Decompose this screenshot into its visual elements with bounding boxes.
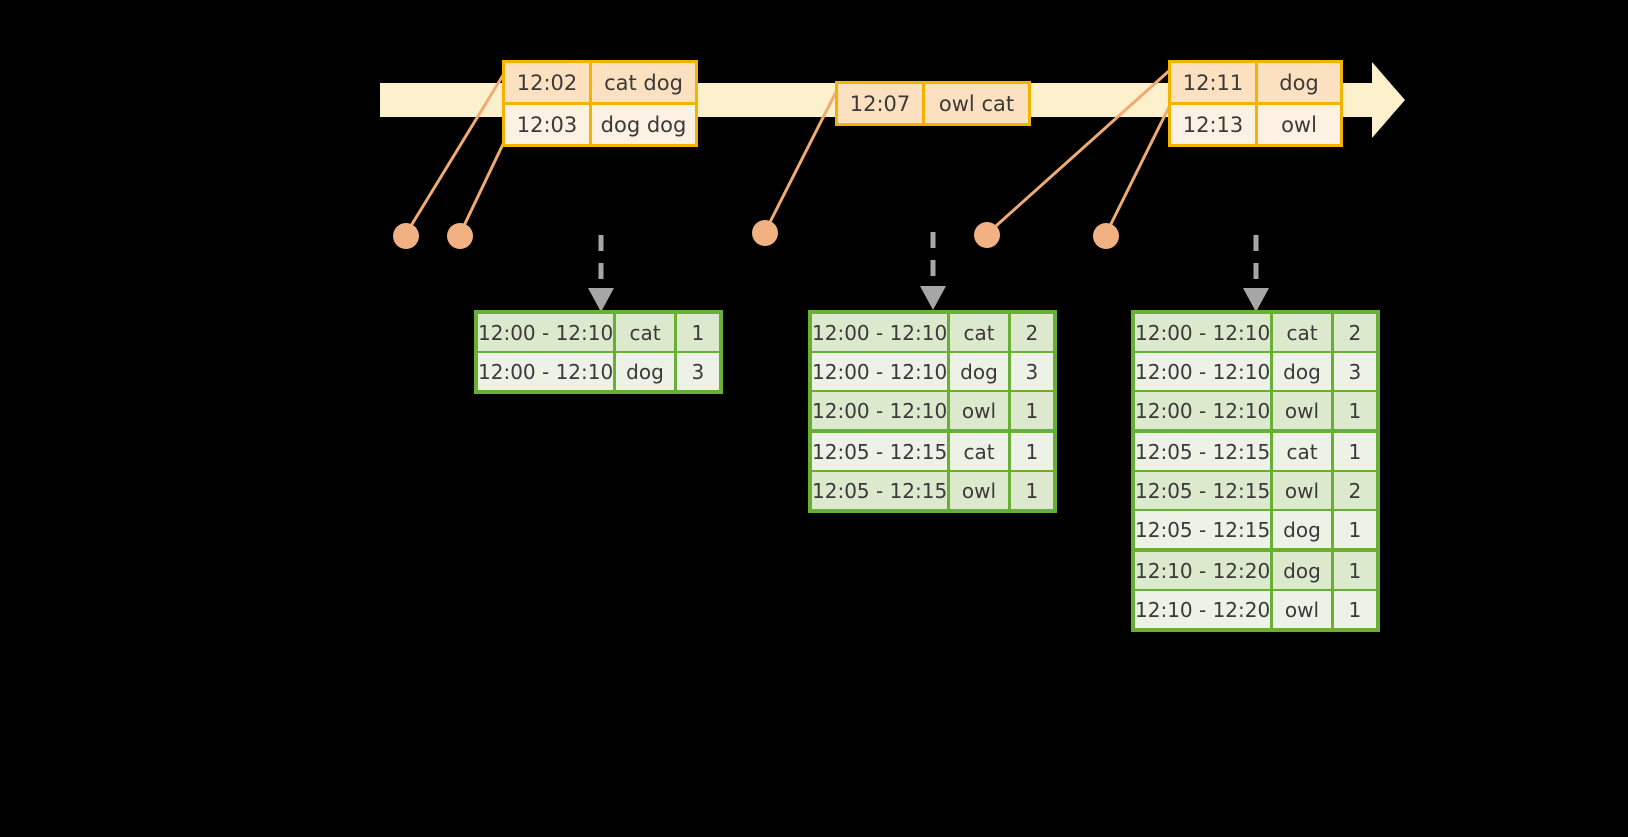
table-row[interactable]: 12:00 - 12:10 dog 3 <box>812 353 1053 390</box>
table-row[interactable]: 12:00 - 12:10 dog 3 <box>1135 353 1376 390</box>
cell-key: dog <box>616 353 674 390</box>
event-box-3[interactable]: 12:11 dog 12:13 owl <box>1168 60 1343 147</box>
cell-count: 1 <box>1333 511 1376 548</box>
cell-key: cat <box>1273 314 1331 351</box>
dashed-arrow-heads <box>588 286 1269 312</box>
event-value: owl <box>1258 105 1340 144</box>
event-time: 12:02 <box>505 63 592 102</box>
cell-count: 3 <box>1333 353 1376 390</box>
result-table-1[interactable]: 12:00 - 12:10 cat 1 12:00 - 12:10 dog 3 <box>474 310 723 394</box>
cell-count: 1 <box>1010 472 1053 509</box>
cell-key: cat <box>1273 433 1331 470</box>
event-time: 12:07 <box>838 84 925 123</box>
table-row[interactable]: 12:10 - 12:20 owl 1 <box>1135 591 1376 628</box>
event-value: dog dog <box>592 105 695 144</box>
cell-key: cat <box>616 314 674 351</box>
event-time: 12:13 <box>1171 105 1258 144</box>
event-dot-3 <box>752 220 778 246</box>
event-dot-5 <box>1093 223 1119 249</box>
cell-count: 1 <box>1333 433 1376 470</box>
event-dots <box>393 220 1119 249</box>
group-separator <box>1135 429 1376 433</box>
dashed-arrow-head-3 <box>1243 288 1269 312</box>
cell-count: 2 <box>1333 472 1376 509</box>
table-row[interactable]: 12:05 - 12:15 owl 2 <box>1135 472 1376 509</box>
cell-count: 1 <box>1333 552 1376 589</box>
cell-window: 12:10 - 12:20 <box>1135 552 1271 589</box>
cell-count: 3 <box>1010 353 1053 390</box>
cell-window: 12:00 - 12:10 <box>1135 353 1271 390</box>
event-row[interactable]: 12:11 dog <box>1171 63 1340 102</box>
cell-key: cat <box>950 433 1008 470</box>
event-box-2[interactable]: 12:07 owl cat <box>835 81 1031 126</box>
table-row[interactable]: 12:00 - 12:10 cat 1 <box>478 314 719 351</box>
cell-key: dog <box>950 353 1008 390</box>
cell-window: 12:00 - 12:10 <box>1135 314 1271 351</box>
cell-window: 12:00 - 12:10 <box>812 314 948 351</box>
cell-key: dog <box>1273 353 1331 390</box>
cell-window: 12:00 - 12:10 <box>812 392 948 429</box>
cell-count: 1 <box>1010 433 1053 470</box>
event-row[interactable]: 12:03 dog dog <box>505 102 695 144</box>
table-row[interactable]: 12:05 - 12:15 owl 1 <box>812 472 1053 509</box>
connector-line-3 <box>763 87 840 233</box>
result-table-3[interactable]: 12:00 - 12:10 cat 2 12:00 - 12:10 dog 3 … <box>1131 310 1380 632</box>
dashed-arrow-head-1 <box>588 288 614 312</box>
table-row[interactable]: 12:10 - 12:20 dog 1 <box>1135 552 1376 589</box>
connector-line-1 <box>404 71 507 235</box>
event-dot-2 <box>447 223 473 249</box>
event-value: owl cat <box>925 84 1028 123</box>
table-row[interactable]: 12:00 - 12:10 cat 2 <box>812 314 1053 351</box>
table-row[interactable]: 12:05 - 12:15 cat 1 <box>812 433 1053 470</box>
event-row[interactable]: 12:07 owl cat <box>838 84 1028 123</box>
cell-window: 12:05 - 12:15 <box>1135 433 1271 470</box>
cell-count: 1 <box>676 314 719 351</box>
cell-window: 12:00 - 12:10 <box>478 314 614 351</box>
cell-window: 12:05 - 12:15 <box>1135 511 1271 548</box>
event-dot-4 <box>974 222 1000 248</box>
table-row[interactable]: 12:00 - 12:10 dog 3 <box>478 353 719 390</box>
cell-window: 12:05 - 12:15 <box>812 433 948 470</box>
cell-key: dog <box>1273 511 1331 548</box>
cell-key: owl <box>950 392 1008 429</box>
event-value: dog <box>1258 63 1340 102</box>
cell-count: 1 <box>1333 392 1376 429</box>
cell-count: 2 <box>1333 314 1376 351</box>
cell-count: 2 <box>1010 314 1053 351</box>
dashed-arrow-head-2 <box>920 286 946 310</box>
cell-window: 12:00 - 12:10 <box>812 353 948 390</box>
event-value: cat dog <box>592 63 695 102</box>
table-row[interactable]: 12:05 - 12:15 dog 1 <box>1135 511 1376 548</box>
event-row[interactable]: 12:13 owl <box>1171 102 1340 144</box>
cell-window: 12:05 - 12:15 <box>1135 472 1271 509</box>
cell-count: 1 <box>1333 591 1376 628</box>
cell-count: 3 <box>676 353 719 390</box>
event-row[interactable]: 12:02 cat dog <box>505 63 695 102</box>
connector-line-5 <box>1104 104 1172 235</box>
group-separator <box>812 429 1053 433</box>
event-time: 12:03 <box>505 105 592 144</box>
cell-window: 12:00 - 12:10 <box>1135 392 1271 429</box>
result-table-2[interactable]: 12:00 - 12:10 cat 2 12:00 - 12:10 dog 3 … <box>808 310 1057 513</box>
table-row[interactable]: 12:00 - 12:10 cat 2 <box>1135 314 1376 351</box>
cell-window: 12:00 - 12:10 <box>478 353 614 390</box>
cell-count: 1 <box>1010 392 1053 429</box>
cell-key: owl <box>1273 392 1331 429</box>
cell-key: cat <box>950 314 1008 351</box>
event-dot-1 <box>393 223 419 249</box>
cell-key: owl <box>1273 472 1331 509</box>
group-separator <box>1135 548 1376 552</box>
dashed-arrows <box>598 232 1259 290</box>
table-row[interactable]: 12:05 - 12:15 cat 1 <box>1135 433 1376 470</box>
table-row[interactable]: 12:00 - 12:10 owl 1 <box>812 392 1053 429</box>
cell-window: 12:05 - 12:15 <box>812 472 948 509</box>
cell-key: dog <box>1273 552 1331 589</box>
cell-key: owl <box>1273 591 1331 628</box>
cell-key: owl <box>950 472 1008 509</box>
connector-line-2 <box>458 139 507 235</box>
cell-window: 12:10 - 12:20 <box>1135 591 1271 628</box>
table-row[interactable]: 12:00 - 12:10 owl 1 <box>1135 392 1376 429</box>
event-box-1[interactable]: 12:02 cat dog 12:03 dog dog <box>502 60 698 147</box>
event-time: 12:11 <box>1171 63 1258 102</box>
